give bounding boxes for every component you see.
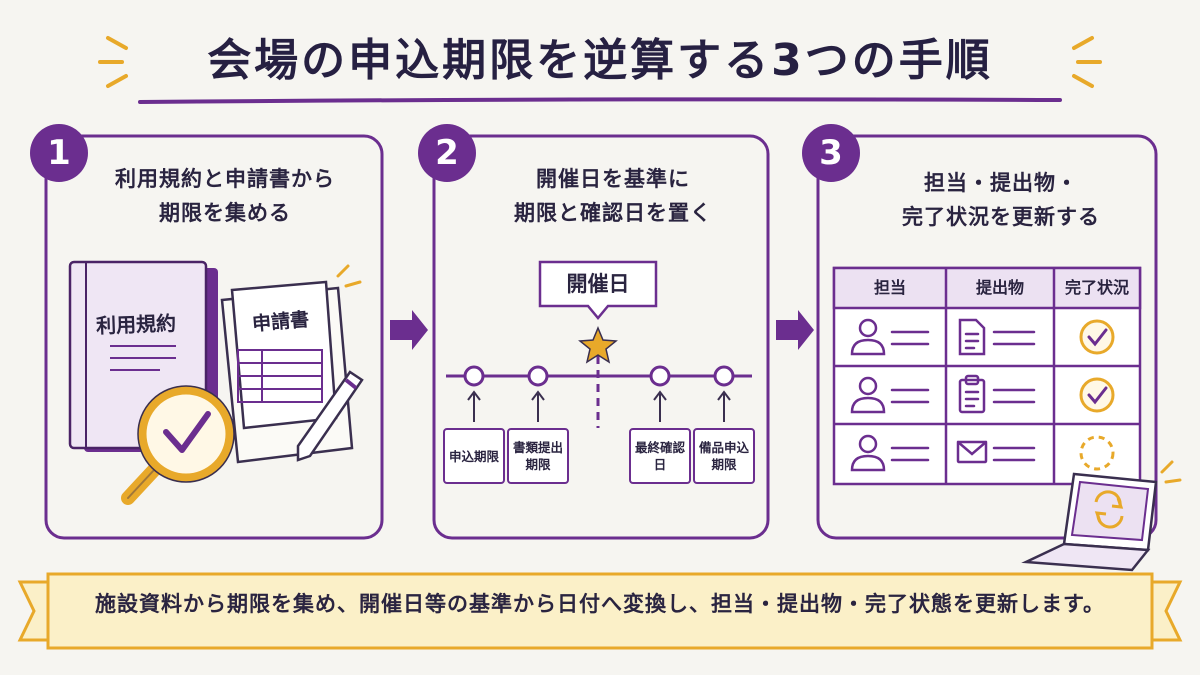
check-icon	[163, 411, 211, 453]
timeline	[446, 356, 752, 428]
step-2-title-line1: 開催日を基準に	[536, 167, 690, 191]
event-day-label: 開催日	[566, 272, 630, 296]
person-icon	[850, 318, 886, 356]
arrow-right-icon-2	[776, 310, 814, 350]
sparkle-left-icon	[98, 36, 128, 88]
pending-circle-icon	[1079, 435, 1115, 471]
clipboard-icon	[958, 374, 986, 414]
step-2-title-line2: 期限と確認日を置く	[514, 201, 712, 225]
step-1-title-line1: 利用規約と申請書から	[115, 167, 335, 191]
milestone-label: 申込期限	[443, 428, 505, 484]
check-circle-icon	[1079, 319, 1115, 355]
person-icon	[850, 376, 886, 414]
milestone-label: 最終確認日	[629, 428, 691, 484]
table-header-status: 完了状況	[1064, 278, 1129, 297]
person-icon	[850, 434, 886, 472]
step-3-title-line2: 完了状況を更新する	[902, 205, 1100, 229]
footer-summary: 施設資料から期限を集め、開催日等の基準から日付へ変換し、担当・提出物・完了状態を…	[95, 592, 1105, 616]
event-day-callout	[538, 260, 658, 320]
rulebook-label: 利用規約	[95, 311, 177, 338]
check-circle-icon-2	[1079, 377, 1115, 413]
step-3-number: 3	[802, 124, 860, 182]
magnifier-icon	[121, 385, 235, 505]
footer-ribbon	[17, 572, 1183, 650]
step-1-title-line2: 期限を集める	[159, 201, 291, 225]
sparkle-laptop-icon	[1160, 460, 1182, 484]
step-3-title: 担当・提出物・ 完了状況を更新する	[866, 166, 1136, 234]
pen-icon	[296, 370, 364, 462]
laptop-icon	[1021, 472, 1158, 572]
table-header-owner: 担当	[873, 278, 906, 297]
milestone-label: 備品申込 期限	[693, 428, 755, 484]
page-title: 会場の申込期限を逆算する3つの手順	[207, 35, 993, 86]
step-1-title: 利用規約と申請書から 期限を集める	[90, 162, 360, 230]
title-underline	[138, 97, 1062, 104]
table-header-deliverable: 提出物	[975, 278, 1024, 297]
envelope-icon	[956, 440, 988, 464]
step-2-number: 2	[418, 124, 476, 182]
sparkle-small-icon	[336, 264, 362, 288]
step-3-title-line1: 担当・提出物・	[924, 171, 1078, 195]
document-icon	[958, 318, 986, 356]
step-1-number: 1	[30, 124, 88, 182]
sparkle-right-icon	[1072, 36, 1102, 88]
milestone-label: 書類提出 期限	[507, 428, 569, 484]
step-2-title: 開催日を基準に 期限と確認日を置く	[478, 162, 748, 230]
arrow-right-icon	[390, 310, 428, 350]
star-icon	[578, 326, 618, 364]
